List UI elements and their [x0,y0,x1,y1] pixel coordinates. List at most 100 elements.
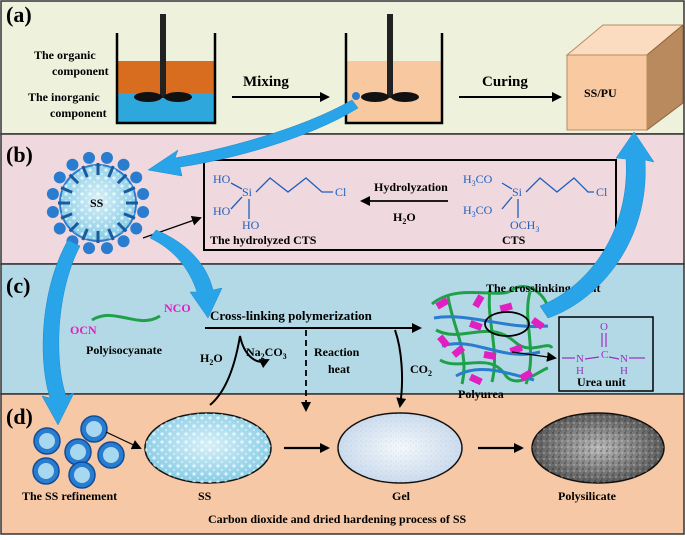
ss-spoke [107,165,115,178]
ss-spoke [60,212,73,220]
polyisocyanate-chain [91,314,161,322]
ss-pu-cube [565,23,685,131]
gel-label: Gel [392,489,411,503]
polyurea-label: Polyurea [458,387,504,401]
cts-structure: H3CO Si H3CO OCH3 Cl [463,172,608,234]
svg-text:H3CO: H3CO [463,203,493,219]
arrow-beaker-to-ss [147,99,359,177]
ss-refinement-label: The SS refinement [22,489,117,503]
panel-d-label: (d) [6,404,33,429]
hydrolyzed-cts-label: The hydrolyzed CTS [210,233,317,247]
svg-text:Si: Si [512,185,523,199]
svg-text:O: O [600,321,608,333]
ss-bead [130,222,143,235]
ss-bead [46,188,59,201]
urea-pointer-line [511,351,557,362]
reaction-heat-label-line2: heat [328,362,350,376]
beaker-mixture [344,14,444,125]
co2-arrow [394,329,407,408]
ss-bead [53,171,66,184]
svg-text:Cl: Cl [596,185,608,199]
inorganic-component-label-line1: The inorganic [28,90,100,104]
ss-bead [117,235,130,248]
hydrolyzed-cts-structure: HO Si HO HO Cl [213,172,347,232]
svg-text:N: N [576,353,584,365]
svg-text:H: H [576,365,584,377]
ss-bead [83,151,96,164]
ss-bead [66,158,79,171]
svg-text:OCH3: OCH3 [510,218,539,234]
svg-text:H3CO: H3CO [463,172,493,188]
svg-text:HO: HO [213,172,231,186]
svg-text:H: H [620,365,628,377]
panel-b-label: (b) [6,142,33,167]
organic-component-label-line1: The organic [34,48,96,62]
ss-bead [83,242,96,255]
cts-reaction-box [203,159,617,251]
ss-bead [53,222,66,235]
arrow-ss-to-crosslinking [149,229,223,319]
ss-particle [46,151,150,255]
urea-unit-box [558,316,654,392]
beaker-organic-inorganic [115,14,217,125]
curing-label: Curing [482,74,528,90]
ss-spoke [116,173,128,185]
ss-spoke [107,228,115,241]
co2-label: CO2 [410,362,432,378]
reaction-heat-label-line1: Reaction [314,345,360,359]
ss-bead [117,158,130,171]
ss-spoke [81,165,89,178]
big-blue-arrows [41,99,655,426]
polyurea-network [431,285,554,386]
h2o-label: H2O [200,351,223,367]
ss-spoke [81,228,89,241]
inorganic-component-label-line2: component [50,106,107,120]
cts-label: CTS [502,233,526,247]
polyisocyanate-label: Polyisocyanate [86,343,163,357]
panel-a-label: (a) [6,2,32,27]
svg-text:Si: Si [242,185,253,199]
ss-spoke [68,173,80,185]
cts-bonds [501,177,594,218]
svg-text:N: N [620,353,628,365]
ss-bead [137,188,150,201]
mixing-label: Mixing [243,74,289,90]
hydrolyzation-h2o-label: H2O [393,210,416,226]
ss-ellipse-texture [145,413,271,483]
polysilicate-label: Polysilicate [558,489,617,503]
ss-refinement-pointer [105,431,142,450]
arrow-ss-to-refinement [41,239,81,426]
hydrolyzation-label: Hydrolyzation [374,180,448,194]
ss-spoke [60,186,73,194]
ocn-label: OCN [70,323,97,337]
ss-spoke [123,212,136,220]
svg-text:Cl: Cl [335,185,347,199]
hydrolyzed-cts-bonds [230,177,333,219]
ss-spoke [116,221,128,233]
h2o-na2co3-curve [209,335,270,406]
svg-text:HO: HO [242,218,260,232]
ss-refinement-spheres [32,415,125,489]
ss-bead [100,242,113,255]
ss-bead [130,171,143,184]
cross-linking-label: Cross-linking polymerization [210,308,373,323]
panel-c-label: (c) [6,273,30,298]
polysilicate-ellipse-texture [532,413,664,483]
gel-ellipse-texture [338,413,462,483]
ss-spoke [123,186,136,194]
ss-bead [46,205,59,218]
crosslinking-point-highlight [484,311,530,337]
ss-d-label: SS [198,489,212,503]
na2co3-label: Na2CO3 [246,345,287,361]
ss-particle-label: SS [90,196,104,210]
nco-label: NCO [164,301,191,315]
urea-unit-bonds [562,333,645,360]
ss-spoke [68,221,80,233]
ss-bead [137,205,150,218]
urea-unit-structure: O C N H N H [576,321,628,377]
process-caption: Carbon dioxide and dried hardening proce… [208,512,466,526]
svg-text:C: C [601,349,608,361]
ss-pu-label: SS/PU [584,86,617,100]
